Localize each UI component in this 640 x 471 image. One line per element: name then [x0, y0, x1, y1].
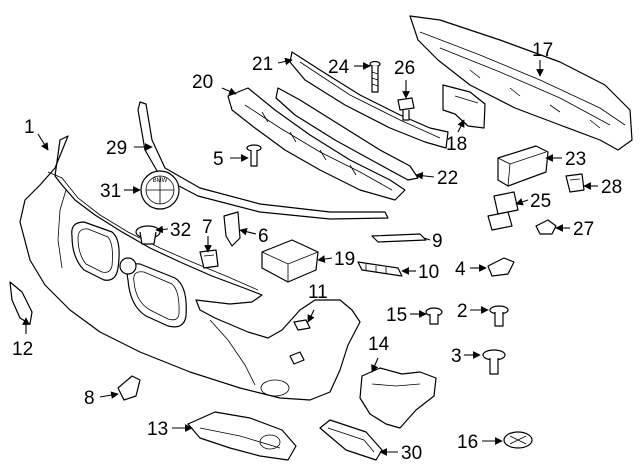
emblem-lettering: BMW [153, 178, 168, 184]
callout-1: 1 [24, 117, 35, 138]
callout-15: 15 [386, 305, 407, 326]
callout-14: 14 [368, 334, 390, 355]
part-30-trim [319, 419, 383, 461]
callout-24: 24 [328, 57, 350, 78]
part-20-carrier [227, 87, 406, 201]
callout-25: 25 [530, 191, 551, 212]
part-1-bumper-cover [19, 135, 361, 401]
part-25-sensor [487, 191, 519, 231]
part-6-bracket [223, 211, 241, 247]
part-14-air-duct [359, 367, 437, 429]
part-19-foam-block [261, 239, 319, 283]
callout-20: 20 [192, 72, 213, 93]
callout-8: 8 [84, 388, 95, 409]
part-32-grommet [135, 225, 161, 245]
callout-23: 23 [565, 149, 586, 170]
part-15-nut [425, 307, 443, 325]
callout-26: 26 [394, 58, 415, 79]
callout-13: 13 [147, 419, 168, 440]
callout-7: 7 [202, 217, 213, 238]
part-21-upper-strip [289, 51, 449, 149]
part-9-bracket [371, 233, 427, 243]
part-3-screw [482, 349, 506, 375]
part-11-clip [293, 319, 311, 331]
callout-29: 29 [106, 138, 127, 159]
callout-30: 30 [401, 443, 422, 464]
part-22-lower-strip [275, 87, 419, 181]
part-7-clip [199, 249, 219, 269]
part-8-bracket [117, 375, 141, 401]
leader-lines [22, 57, 598, 456]
callout-labels: 1 2 3 4 5 6 7 8 9 10 11 12 13 14 15 16 1… [12, 40, 622, 464]
callout-17: 17 [532, 40, 553, 61]
part-31-emblem: BMW [140, 170, 180, 210]
part-27-cap [535, 219, 557, 235]
part-4-bracket [487, 257, 515, 277]
part-23-bracket [497, 145, 549, 187]
part-13-grille-insert [187, 411, 297, 461]
callout-3: 3 [451, 346, 462, 367]
callout-32: 32 [170, 220, 191, 241]
part-16-cap [503, 431, 533, 449]
part-2-screw [489, 305, 509, 327]
callout-9: 9 [432, 231, 443, 252]
part-24-screw [369, 60, 381, 93]
part-5-bolt [246, 144, 262, 167]
callout-2: 2 [457, 301, 468, 322]
callout-10: 10 [418, 262, 439, 283]
callout-22: 22 [437, 168, 458, 189]
part-10-bracket [357, 261, 403, 277]
part-12-reflector [9, 281, 33, 325]
callout-18: 18 [446, 134, 467, 155]
part-17-impact-absorber [409, 15, 633, 151]
callout-12: 12 [12, 339, 33, 360]
callout-6: 6 [258, 226, 269, 247]
callout-27: 27 [573, 219, 594, 240]
part-18-bracket [442, 84, 486, 129]
part-28-clip [565, 173, 585, 193]
callout-11: 11 [308, 282, 328, 303]
callout-19: 19 [334, 249, 355, 270]
callout-31: 31 [100, 181, 121, 202]
callout-4: 4 [455, 259, 466, 280]
callout-5: 5 [213, 149, 224, 170]
callout-28: 28 [601, 177, 622, 198]
callout-16: 16 [457, 432, 478, 453]
callout-21: 21 [252, 54, 273, 75]
part-29-trim-strip [137, 101, 389, 220]
